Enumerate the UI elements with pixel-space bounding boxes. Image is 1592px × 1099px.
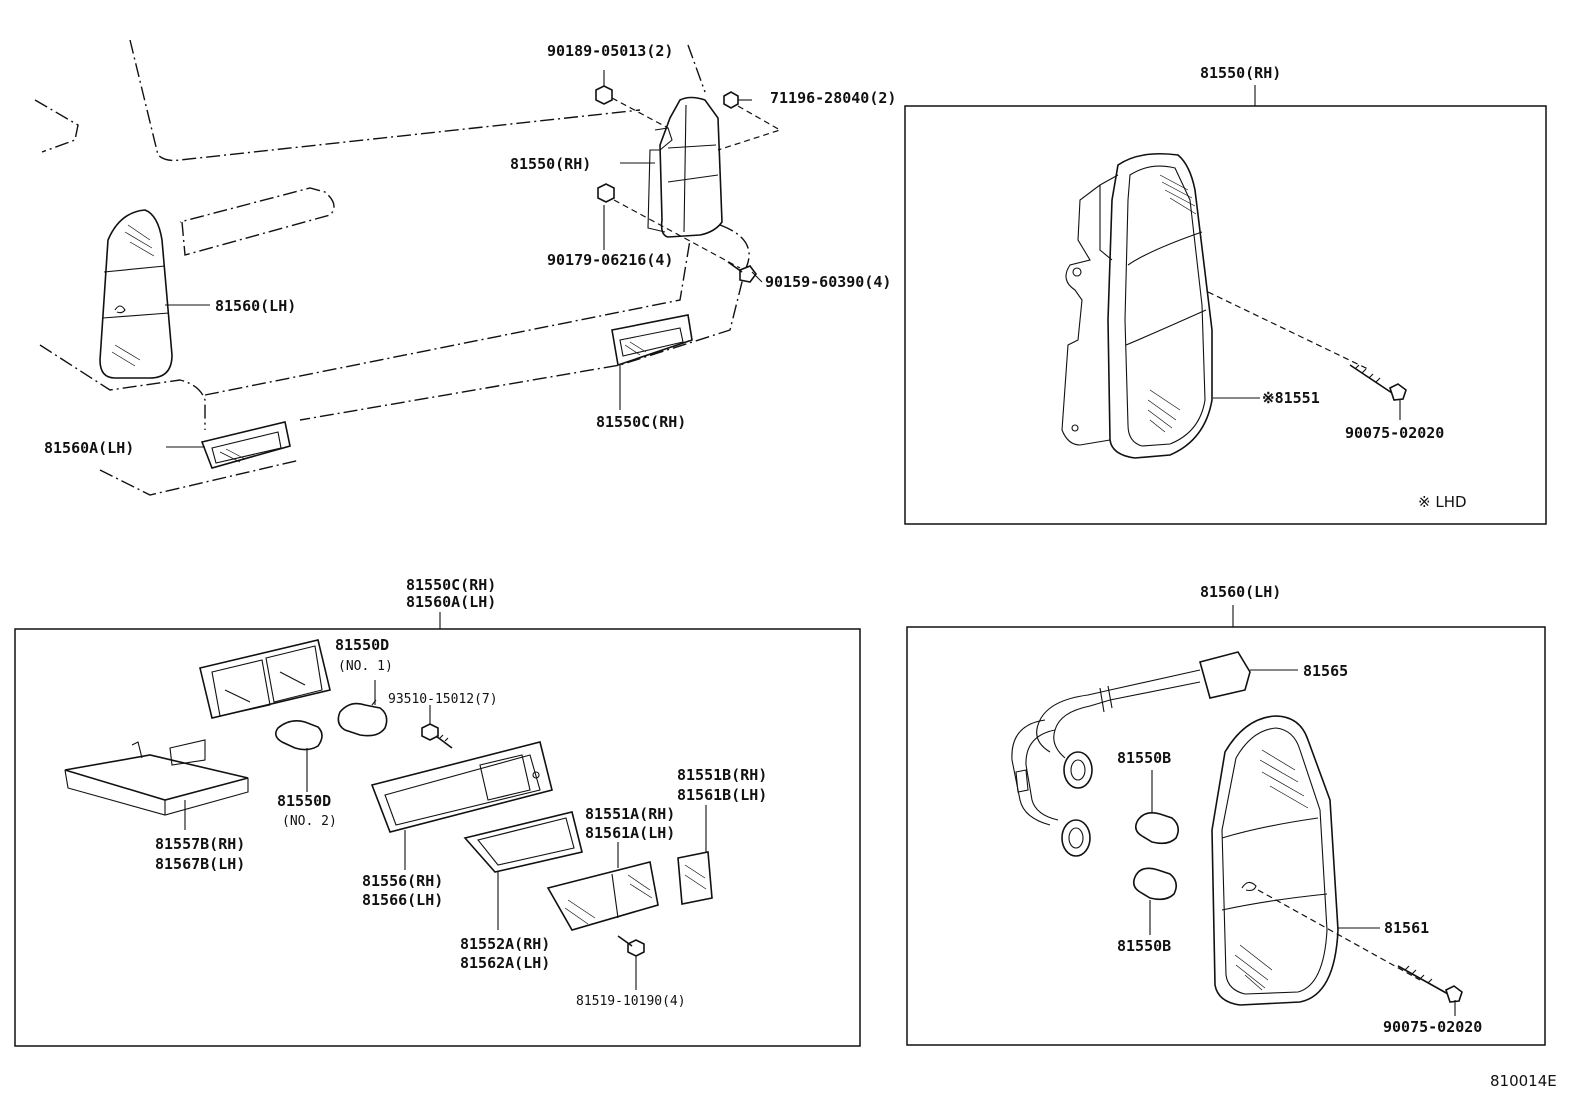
screw-93510-icon — [421, 723, 453, 749]
label-lamp-lh: 81560(LH) — [215, 297, 296, 315]
panel-reflex-title-1: 81550C(RH) — [406, 576, 496, 594]
lh-tail-lamp-detail — [1211, 715, 1339, 1006]
label-rh-lens: ※81551 — [1262, 389, 1320, 407]
label-clip-upper-right: 71196-28040(2) — [770, 89, 896, 107]
label-lamp-rh: 81550(RH) — [510, 155, 591, 173]
lh-tail-lamp-overview — [99, 209, 173, 379]
socket-wire-icon — [1011, 651, 1251, 857]
label-bulb2-2: (NO. 2) — [282, 814, 337, 829]
panel-rh-note: ※ LHD — [1418, 493, 1467, 511]
panel-rh-lamp: 81550(RH) ※81551 90075 — [904, 64, 1547, 525]
clip-right-icon — [723, 91, 752, 109]
label-rh-screw: 90075-02020 — [1345, 424, 1444, 442]
rh-tail-lamp-detail — [1061, 152, 1213, 459]
lens-b-icon — [677, 851, 713, 905]
panel-lh-title: 81560(LH) — [1200, 583, 1281, 601]
label-gasket-2: 81562A(LH) — [460, 954, 550, 972]
label-lh-lens: 81561 — [1384, 919, 1429, 937]
panel-lh-frame — [906, 626, 1546, 1046]
label-bulb1-2: (NO. 1) — [338, 659, 393, 674]
rh-reflex-overview — [611, 314, 693, 367]
reflex-lens-body-icon — [199, 639, 331, 719]
bulb-bottom-icon — [1132, 867, 1178, 901]
label-lens-b-1: 81551B(RH) — [677, 766, 767, 784]
diagram-id: 810014E — [1490, 1072, 1557, 1090]
screw-81519-icon — [617, 935, 645, 957]
panel-reflex-assembly: 81550C(RH) 81560A(LH) — [14, 576, 861, 1047]
panel-reflex-frame — [14, 628, 861, 1047]
label-bulb1-1: 81550D — [335, 636, 389, 654]
lh-tapping-screw-icon — [1397, 965, 1463, 1003]
bulb-no1-icon — [337, 699, 388, 737]
panel-rh-title: 81550(RH) — [1200, 64, 1281, 82]
panel-rh-frame — [904, 105, 1547, 525]
label-bracket-1: 81557B(RH) — [155, 835, 245, 853]
bulb-no2-icon — [274, 720, 323, 751]
label-screw: 90159-60390(4) — [765, 273, 891, 291]
nut-icon — [597, 183, 615, 203]
label-bracket-2: 81567B(LH) — [155, 855, 245, 873]
gasket-icon — [463, 811, 583, 873]
label-nut: 90179-06216(4) — [547, 251, 673, 269]
bulb-top-icon — [1134, 812, 1180, 845]
label-bulb-top: 81550B — [1117, 749, 1171, 767]
label-lens-b-2: 81561B(LH) — [677, 786, 767, 804]
panel-reflex-title-2: 81560A(LH) — [406, 593, 496, 611]
label-screw-81519: 81519-10190(4) — [576, 994, 686, 1009]
label-screw-93510: 93510-15012(7) — [388, 692, 498, 707]
label-socket: 81565 — [1303, 662, 1348, 680]
label-reflex-rh: 81550C(RH) — [596, 413, 686, 431]
label-gasket-1: 81552A(RH) — [460, 935, 550, 953]
bracket-icon — [64, 739, 249, 816]
label-housing-1: 81556(RH) — [362, 872, 443, 890]
rh-tail-lamp-overview — [647, 96, 723, 238]
label-reflex-lh: 81560A(LH) — [44, 439, 134, 457]
label-lens-a-2: 81561A(LH) — [585, 824, 675, 842]
label-bulb-bottom: 81550B — [1117, 937, 1171, 955]
label-lh-screw: 90075-02020 — [1383, 1018, 1482, 1036]
tapping-screw-icon — [1349, 364, 1407, 401]
screw-icon — [727, 261, 757, 283]
label-lens-a-1: 81551A(RH) — [585, 805, 675, 823]
clip-icon — [595, 70, 613, 105]
label-clip-upper: 90189-05013(2) — [547, 42, 673, 60]
housing-icon — [370, 741, 553, 833]
label-bulb2-1: 81550D — [277, 792, 331, 810]
vehicle-rear-overview: 90189-05013(2) 71196-28040(2) 81550(RH) … — [34, 39, 896, 496]
lh-reflex-overview — [200, 421, 291, 469]
lens-a-icon — [546, 861, 659, 931]
label-housing-2: 81566(LH) — [362, 891, 443, 909]
panel-lh-lamp: 81560(LH) — [906, 583, 1546, 1046]
